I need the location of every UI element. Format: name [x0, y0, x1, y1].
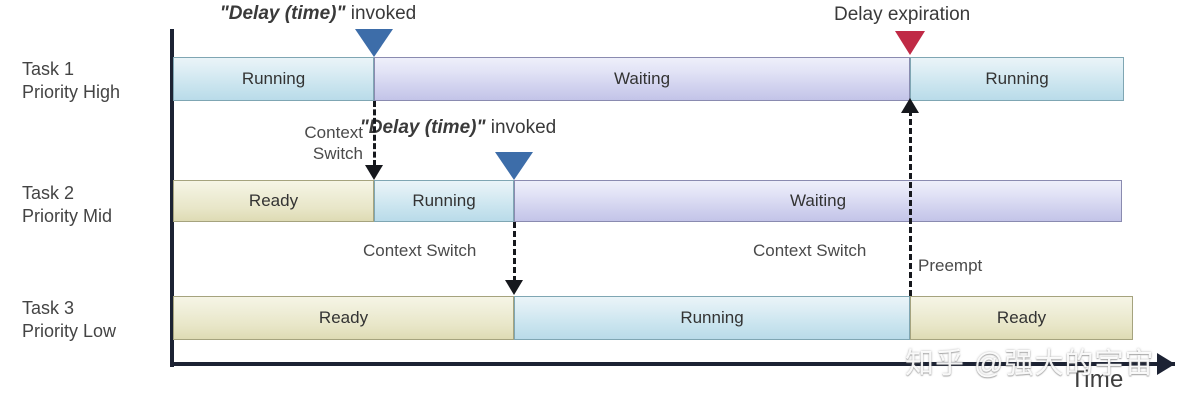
task-2-segment-ready: Ready: [173, 180, 374, 222]
context-switch-arrow-2-icon: [505, 280, 523, 295]
task-2-segment-waiting: Waiting: [514, 180, 1122, 222]
time-axis-label: Time: [1070, 366, 1124, 393]
task-3-segment-ready-1: Ready: [173, 296, 514, 340]
row-label-task-1: Task 1 Priority High: [22, 58, 120, 104]
note-context-switch-1-line2: Switch: [312, 144, 363, 163]
delay-invoked-marker-task2-icon: [495, 152, 533, 180]
callout-delay-suffix-2: invoked: [485, 117, 557, 138]
task-1-priority: Priority High: [22, 82, 121, 102]
task-3-segment-ready-2: Ready: [910, 296, 1133, 340]
task-3-priority: Priority Low: [22, 321, 117, 341]
delay-invoked-marker-task1-icon: [355, 29, 393, 57]
callout-delay-expiration: Delay expiration: [834, 4, 971, 25]
row-label-task-3: Task 3 Priority Low: [22, 297, 116, 343]
task-1-segment-running-2: Running: [910, 57, 1124, 101]
task-1-name: Task 1: [22, 59, 75, 79]
callout-delay-quoted-2: "Delay (time)": [359, 117, 486, 138]
context-switch-arrow-1-icon: [365, 165, 383, 180]
callout-delay-quoted-1: "Delay (time)": [219, 3, 346, 24]
vertical-axis: [170, 29, 174, 367]
preempt-arrow-icon: [901, 98, 919, 113]
delay-expiration-marker-icon: [895, 31, 925, 55]
preempt-connector: [909, 110, 912, 296]
context-switch-connector-2: [513, 222, 516, 282]
time-axis: [170, 362, 1175, 366]
task-1-segment-running-1: Running: [173, 57, 374, 101]
note-preempt: Preempt: [918, 256, 983, 275]
row-label-task-2: Task 2 Priority Mid: [22, 182, 112, 228]
task-2-segment-running: Running: [374, 180, 514, 222]
callout-delay-invoked-task1: "Delay (time)" invoked: [220, 3, 417, 25]
task-2-priority: Priority Mid: [22, 206, 113, 226]
task-3-segment-running: Running: [514, 296, 910, 340]
callout-delay-suffix-1: invoked: [345, 3, 417, 24]
note-context-switch-3: Context Switch: [753, 241, 867, 260]
task-1-segment-waiting: Waiting: [374, 57, 910, 101]
note-context-switch-2: Context Switch: [363, 241, 477, 260]
context-switch-connector-1: [373, 101, 376, 166]
time-axis-arrow-icon: [1157, 353, 1175, 375]
task-2-name: Task 2: [22, 183, 75, 203]
note-context-switch-1-line1: Context: [304, 123, 363, 142]
task-3-name: Task 3: [22, 298, 75, 318]
note-context-switch-1: Context Switch: [203, 122, 363, 164]
callout-delay-invoked-task2: "Delay (time)" invoked: [360, 117, 557, 139]
